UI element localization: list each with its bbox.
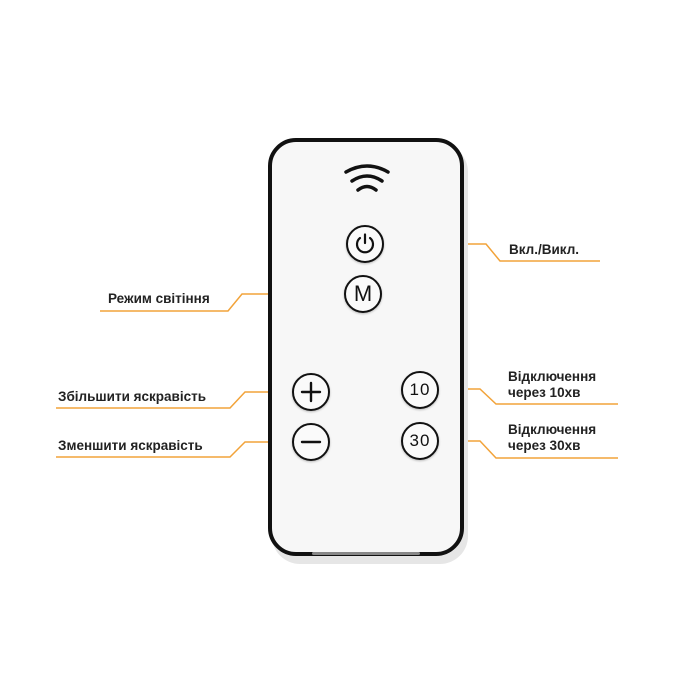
- mode-button[interactable]: M: [344, 275, 382, 313]
- brightness-up-button[interactable]: [292, 373, 330, 411]
- label-brighter: Збільшити яскравість: [58, 389, 206, 404]
- label-power: Вкл./Викл.: [509, 242, 580, 257]
- minus-icon: [300, 440, 322, 444]
- label-mode: Режим світіння: [108, 291, 210, 306]
- label-off30: Відключення через 30хв: [508, 422, 596, 454]
- timer-10-button[interactable]: 10: [401, 371, 439, 409]
- brightness-down-button[interactable]: [292, 423, 330, 461]
- timer-30-label: 30: [409, 431, 431, 450]
- remote-control: [268, 138, 464, 556]
- label-dimmer: Зменшити яскравість: [58, 438, 203, 453]
- power-button[interactable]: [346, 225, 384, 263]
- label-off10: Відключення через 10хв: [508, 369, 596, 401]
- label-off30-line1: Відключення: [508, 422, 597, 437]
- mode-button-label: M: [353, 281, 373, 306]
- power-icon: [355, 233, 375, 254]
- wireless-signal-icon: [344, 164, 390, 192]
- label-off30-line2: через 30хв: [508, 438, 581, 453]
- plus-icon: [300, 381, 322, 403]
- timer-30-button[interactable]: 30: [401, 422, 439, 460]
- remote-bottom-seam: [312, 552, 420, 555]
- label-off10-line1: Відключення: [508, 369, 597, 384]
- timer-10-label: 10: [409, 380, 431, 399]
- label-off10-line2: через 10хв: [508, 385, 581, 400]
